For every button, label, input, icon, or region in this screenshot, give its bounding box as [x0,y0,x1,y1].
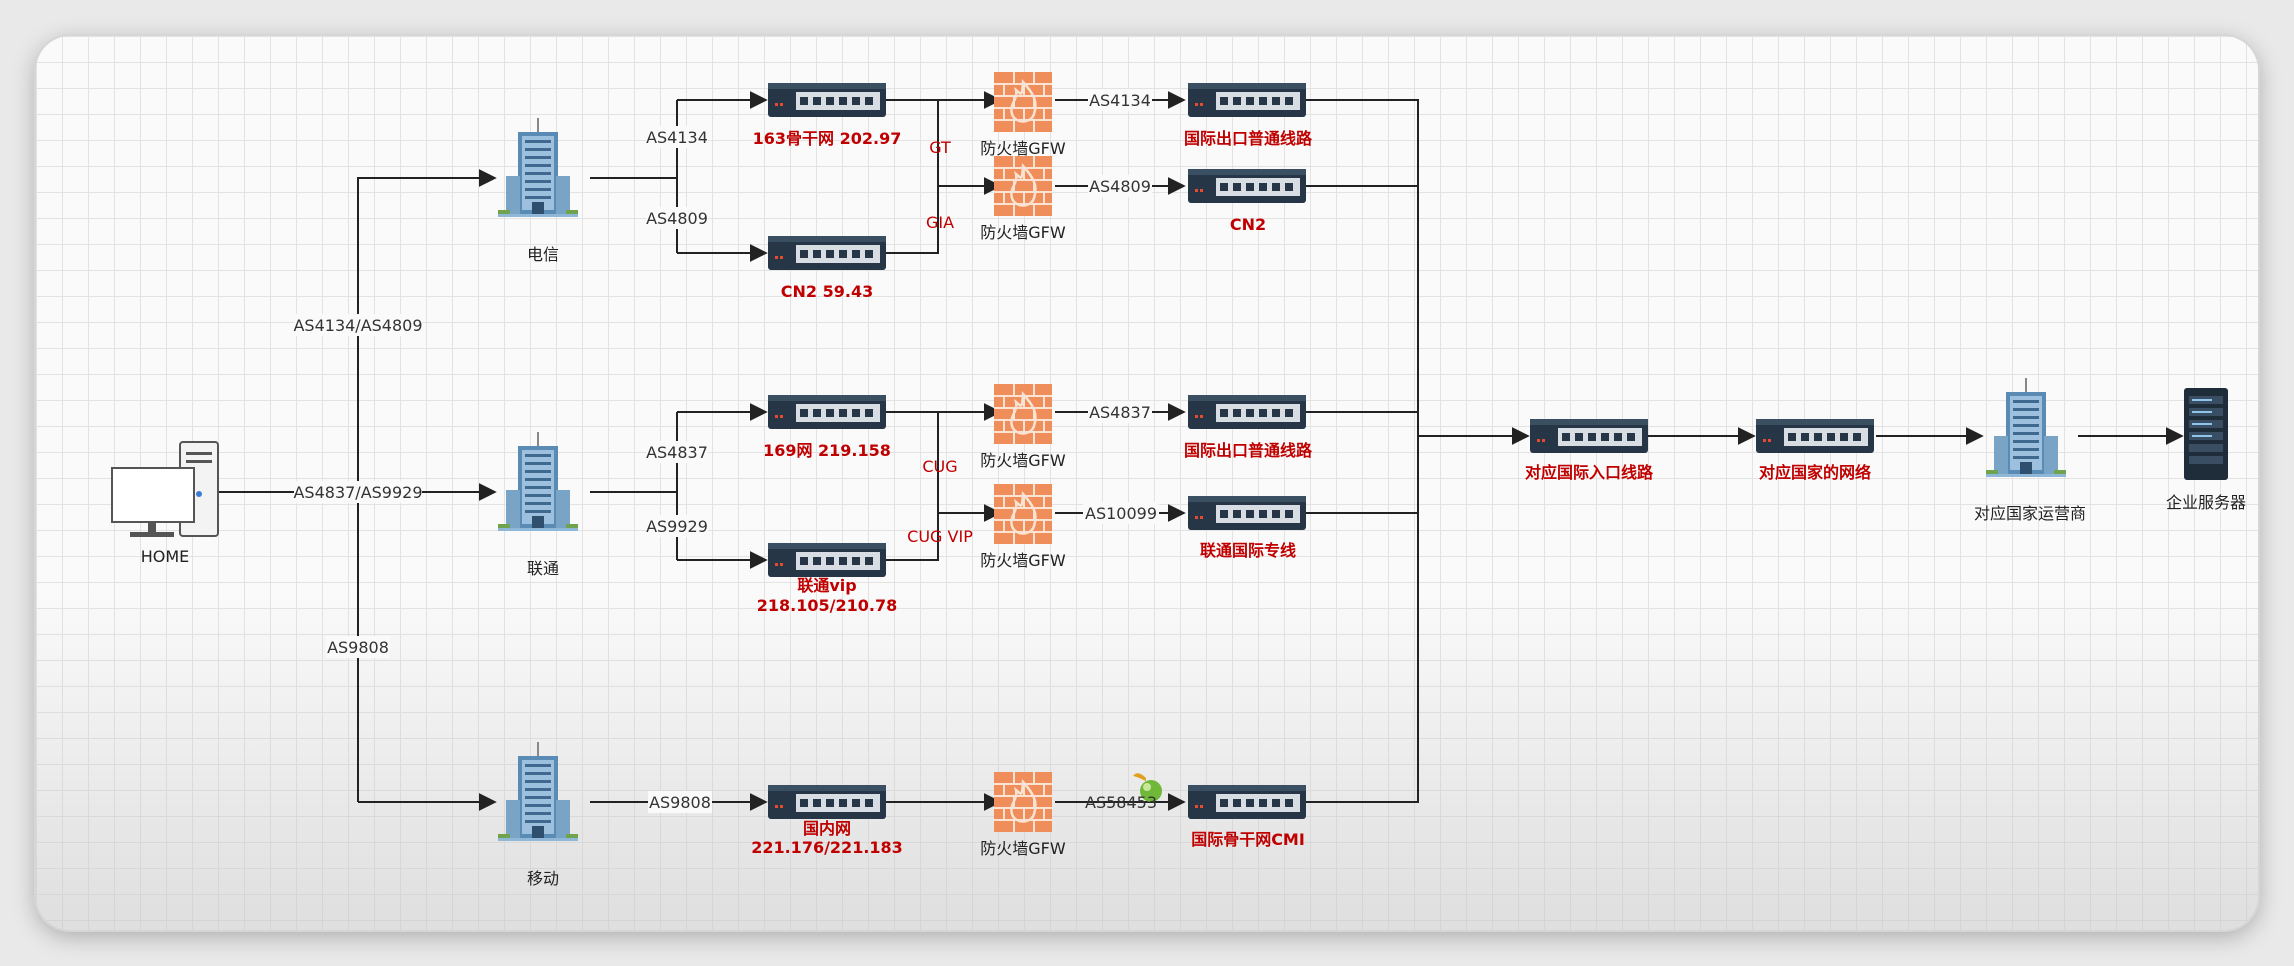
switch-icon-intl-exit-telecom[interactable] [1188,83,1306,117]
node-label-server: 企业服务器 [2166,493,2246,512]
edge-label-as4134: AS4134 [646,128,708,147]
switch-icon-cmi[interactable] [1188,785,1306,819]
edge-label-backgrounds [294,89,1159,813]
node-label-country-net: 对应国家的网络 [1759,463,1871,482]
edge-label-home-bottom: AS9808 [327,638,389,657]
node-label-fw-4: 防火墙GFW [980,551,1066,570]
node-label-intl-exit-unicom: 国际出口普通线路 [1184,441,1313,460]
node-label-home: HOME [141,547,190,566]
switch-icon-cn2-out[interactable] [1188,169,1306,203]
edge-label-cug: CUG [922,457,957,476]
switch-icon-entry[interactable] [1530,419,1648,453]
computer-icon[interactable] [111,441,219,537]
firewall-icon-4[interactable] [992,482,1054,546]
edge-label-fw-as4809: AS4809 [1089,177,1151,196]
firewall-icon-3[interactable] [992,382,1054,446]
node-label-mobile: 移动 [527,869,559,888]
apple-sticker-icon [1133,773,1162,802]
building-icon-country-carrier[interactable] [1985,377,2067,478]
switch-icon-intl-exit-unicom[interactable] [1188,395,1306,429]
edge-label-as4809: AS4809 [646,209,708,228]
node-label-unicom-vip-1: 联通vip [797,576,856,595]
edge-label-as9929: AS9929 [646,517,708,536]
building-icon-telecom[interactable] [497,117,579,218]
switch-icon-cn2[interactable] [768,236,886,270]
edge-label-gia: GIA [926,213,954,232]
edge-label-home-top: AS4134/AS4809 [293,316,422,335]
node-label-unicom: 联通 [527,559,559,578]
node-label-fw-3: 防火墙GFW [980,451,1066,470]
edge-label-fw-as4134: AS4134 [1089,91,1151,110]
node-label-cn2-out: CN2 [1230,215,1266,234]
switch-icon-unicom-intl[interactable] [1188,496,1306,530]
firewall-icon-1[interactable] [992,70,1054,134]
edge-label-as4837: AS4837 [646,443,708,462]
node-label-telecom: 电信 [527,245,559,264]
edge-label-as9808: AS9808 [649,793,711,812]
node-label-cmi: 国际骨干网CMI [1191,830,1305,849]
building-icon-unicom[interactable] [497,431,579,532]
node-label-domestic-2: 221.176/221.183 [751,838,903,857]
switch-icon-unicom-vip[interactable] [768,543,886,577]
switch-icon-country-net[interactable] [1756,419,1874,453]
edge-label-fw-as4837: AS4837 [1089,403,1151,422]
node-label-entry: 对应国际入口线路 [1525,463,1654,482]
building-icon-mobile[interactable] [497,741,579,842]
node-label-unicom-vip-2: 218.105/210.78 [757,596,897,615]
switch-icon-domestic[interactable] [768,785,886,819]
node-label-fw-1: 防火墙GFW [980,139,1066,158]
firewall-icon-5[interactable] [992,770,1054,834]
node-label-163: 163骨干网 202.97 [753,129,902,148]
edge-label-fw-as58453: AS58453 [1085,793,1157,812]
node-label-domestic-1: 国内网 [803,819,851,838]
node-label-unicom-intl: 联通国际专线 [1200,541,1296,560]
server-icon[interactable] [2184,388,2228,480]
node-label-country-carrier: 对应国家运营商 [1974,504,2086,523]
node-label-fw-5: 防火墙GFW [980,839,1066,858]
edge-label-fw-as10099: AS10099 [1085,504,1157,523]
firewall-icon-2[interactable] [992,154,1054,218]
node-label-cn2: CN2 59.43 [781,282,873,301]
edge-label-cug-vip: CUG VIP [907,527,973,546]
switch-icon-169[interactable] [768,395,886,429]
node-label-intl-exit-telecom: 国际出口普通线路 [1184,129,1313,148]
edge-label-gt: GT [929,138,951,157]
node-label-fw-2: 防火墙GFW [980,223,1066,242]
switch-icon-163[interactable] [768,83,886,117]
edge-label-home-mid: AS4837/AS9929 [293,483,422,502]
node-label-169: 169网 219.158 [763,441,891,460]
